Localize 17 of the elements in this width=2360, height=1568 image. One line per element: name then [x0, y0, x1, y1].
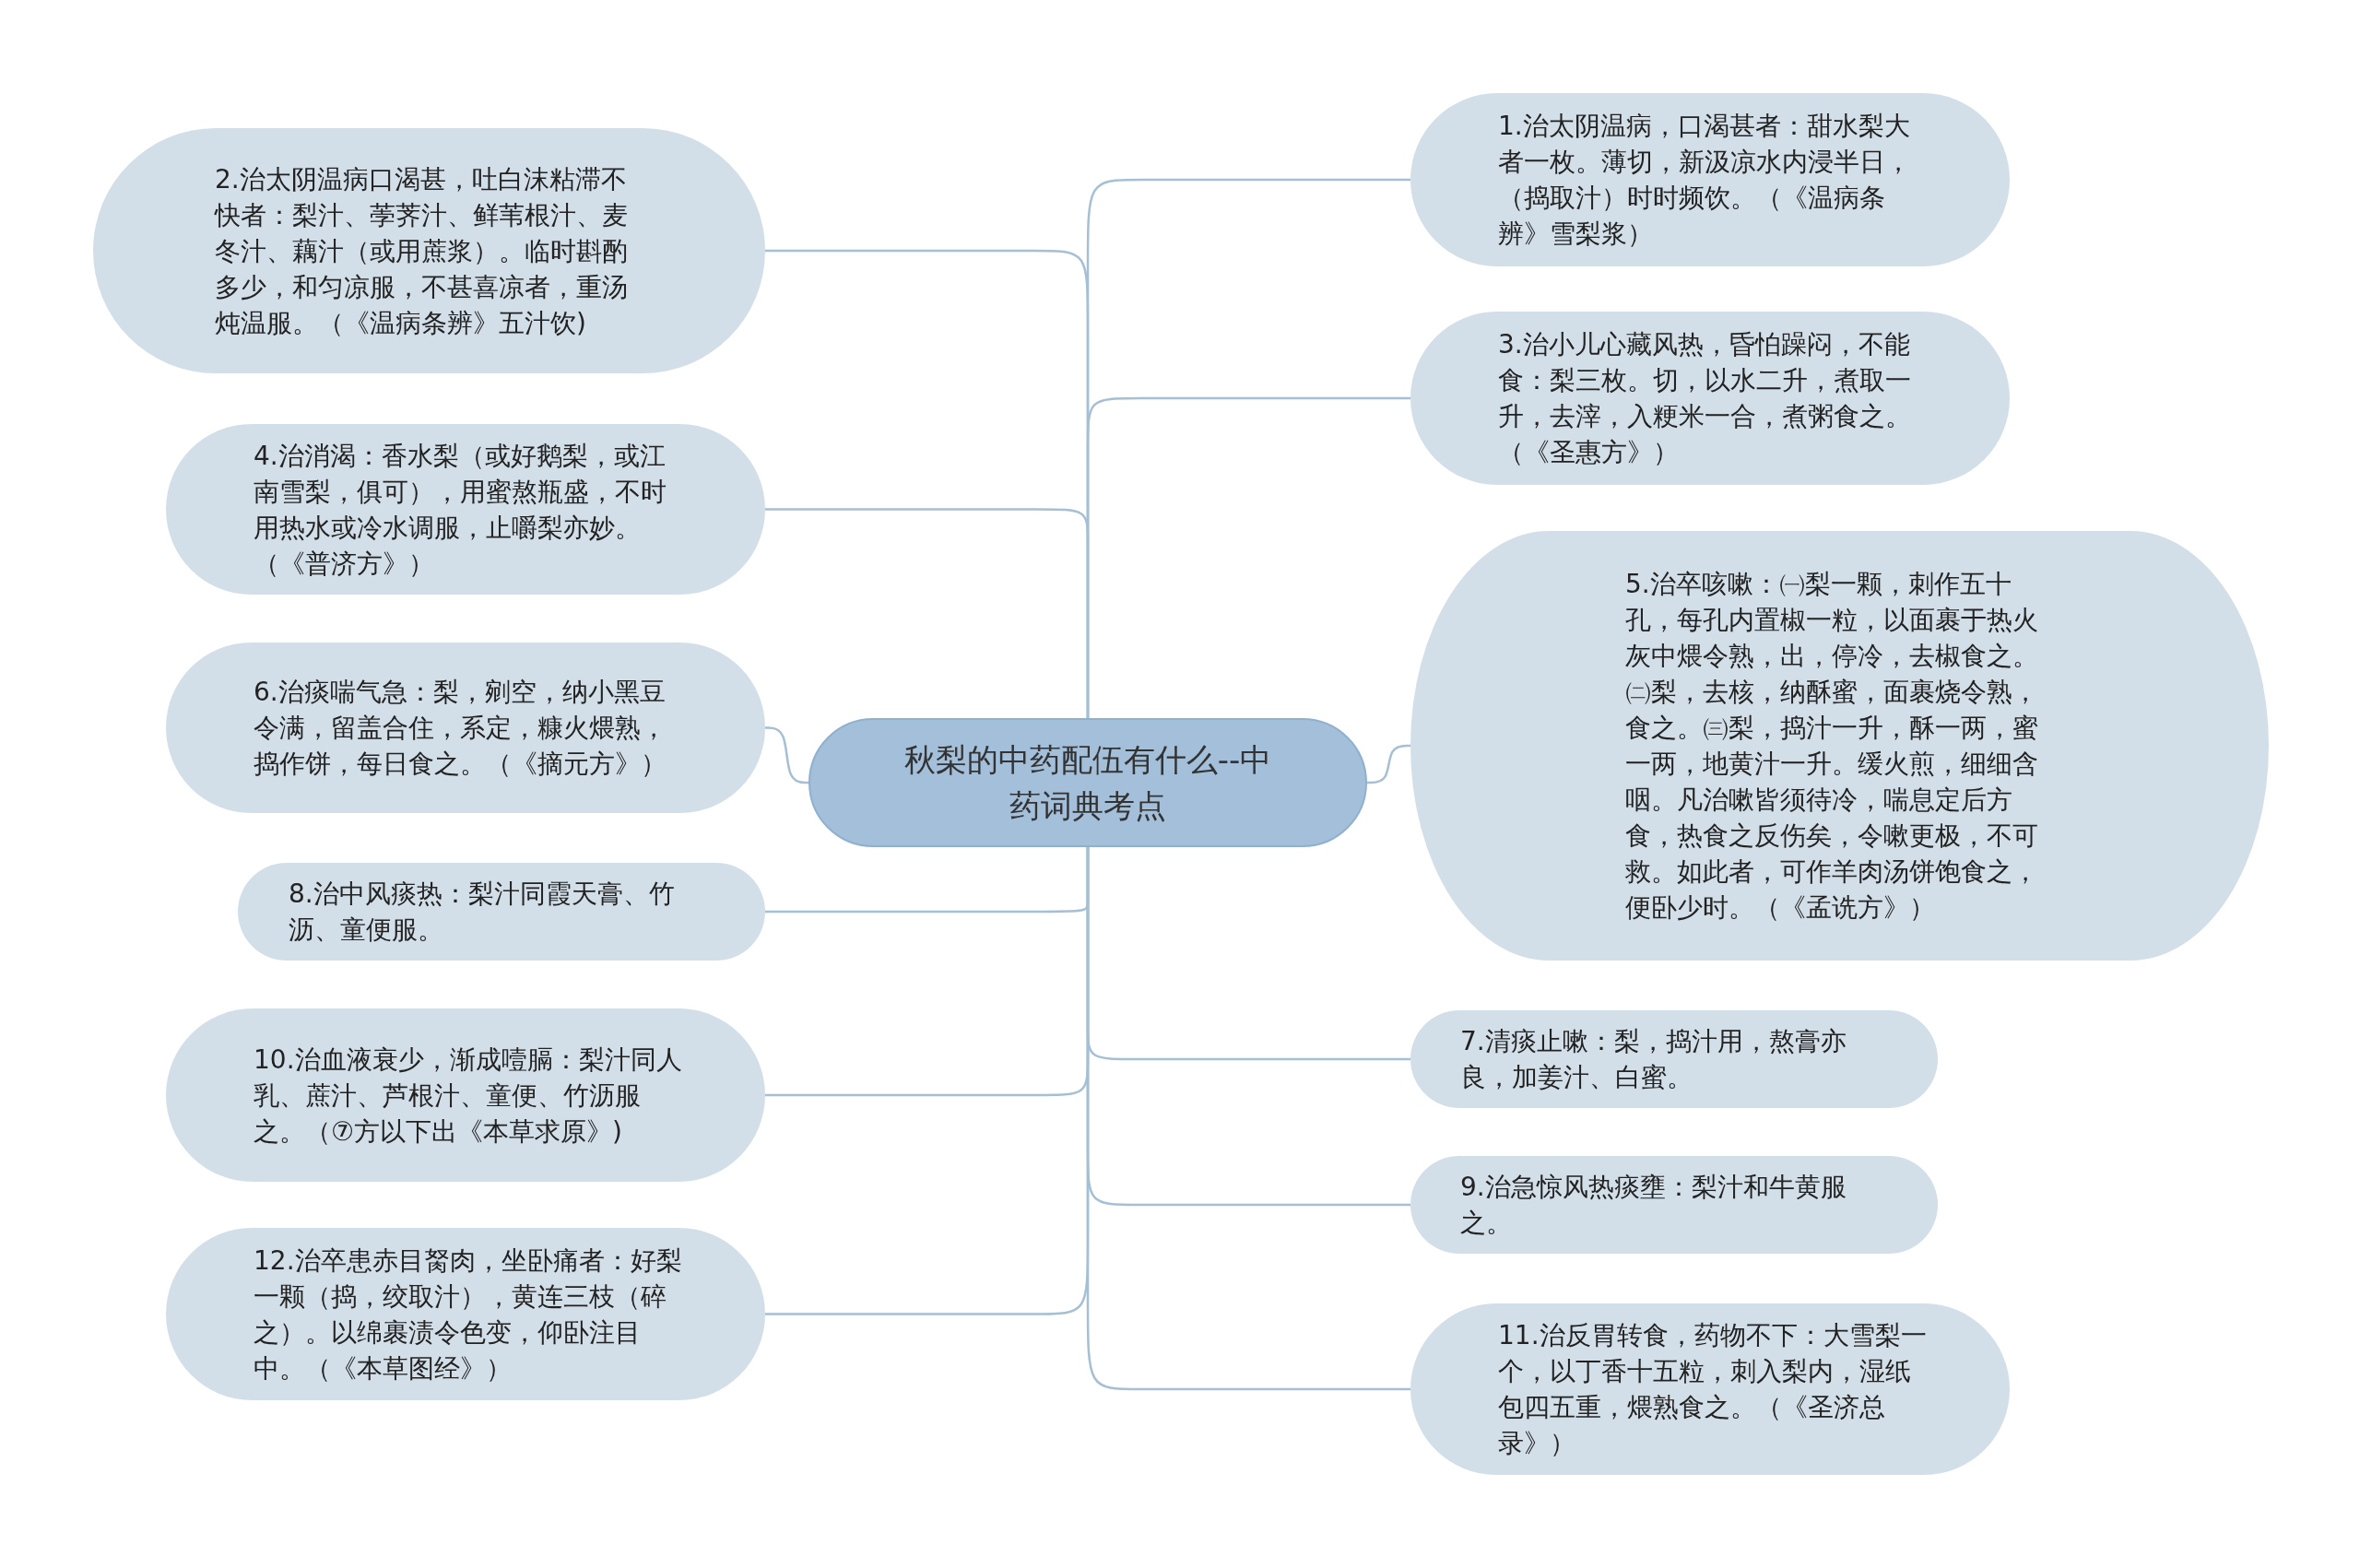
topic-text: 4.治消渴：香水梨（或好鹅梨，或江南雪梨，俱可），用蜜熬瓶盛，不时用热水或冷水调服，止嚼梨亦妙。（《普济方》） [254, 439, 667, 581]
connector-line [1367, 744, 1410, 784]
topic-text: 1.治太阴温病，口渴甚者：甜水梨大者一枚。薄切，新汲凉水内浸半日，（捣取汁）时时频饮。（《温病条辨》雪梨浆） [1498, 110, 1912, 251]
connector-line [765, 508, 1090, 718]
connector-line [765, 847, 1090, 1315]
topic-text: 6.治痰喘气急：梨，剜空，纳小黑豆令满，留盖合住，系定，糠火煨熟，捣作饼，每日食之。（《摘元方》） [254, 676, 667, 781]
topic-text: 3.治小儿心藏风热，昏怕躁闷，不能食：梨三枚。切，以水二升，煮取一升，去滓，入粳米一合，煮粥食之。（《圣惠方》） [1498, 328, 1912, 469]
connector-line [765, 726, 808, 784]
topic-text: 5.治卒咳嗽：㈠梨一颗，刺作五十孔，每孔内置椒一粒，以面裹于热火灰中煨令熟，出，停冷，去椒食之。㈡梨，去核，纳酥蜜，面裹烧令熟，食之。㈢梨，捣汁一升，酥一两，蜜一两，地黄汁一升。缓火煎，细细含咽。凡治嗽皆须待冷，喘息定后方食，热食之反伤矣，令嗽更极，不可救。如此者，可作羊肉汤饼饱食之，便卧少时。（《孟诜方》） [1625, 568, 2039, 925]
topic-text: 9.治急惊风热痰壅：梨汁和牛黄服之。 [1460, 1171, 1847, 1240]
topic-text: 11.治反胃转食，药物不下：大雪梨一个，以丁香十五粒，刺入梨内，湿纸包四五重，煨熟食之。（《圣济总录》） [1498, 1319, 1928, 1460]
topic-text: 2.治太阴温病口渴甚，吐白沫粘滞不快者：梨汁、荸荠汁、鲜苇根汁、麦冬汁、藕汁（或用蔗浆）。临时斟酌多少，和匀凉服，不甚喜凉者，重汤炖温服。（《温病条辨》五汁饮) [215, 162, 629, 340]
topic-text: 10.治血液衰少，渐成噎膈：梨汁同人乳、蔗汁、芦根汁、童便、竹沥服之。（⑦方以下出《本草求原》) [254, 1043, 683, 1149]
topic-text: 7.清痰止嗽：梨，捣汁用，熬膏亦良，加姜汁、白蜜。 [1460, 1025, 1847, 1094]
topic-text: 8.治中风痰热：梨汁同霞天膏、竹沥、童便服。 [289, 878, 676, 947]
topic-text: 12.治卒患赤目胬肉，坐卧痛者：好梨一颗（捣，绞取汁），黄连三枝（碎之）。以绵裹渍令色变，仰卧注目中。（《本草图经》） [254, 1244, 683, 1385]
topic-title: 秋梨的中药配伍有什么--中药词典考点 [903, 740, 1272, 826]
